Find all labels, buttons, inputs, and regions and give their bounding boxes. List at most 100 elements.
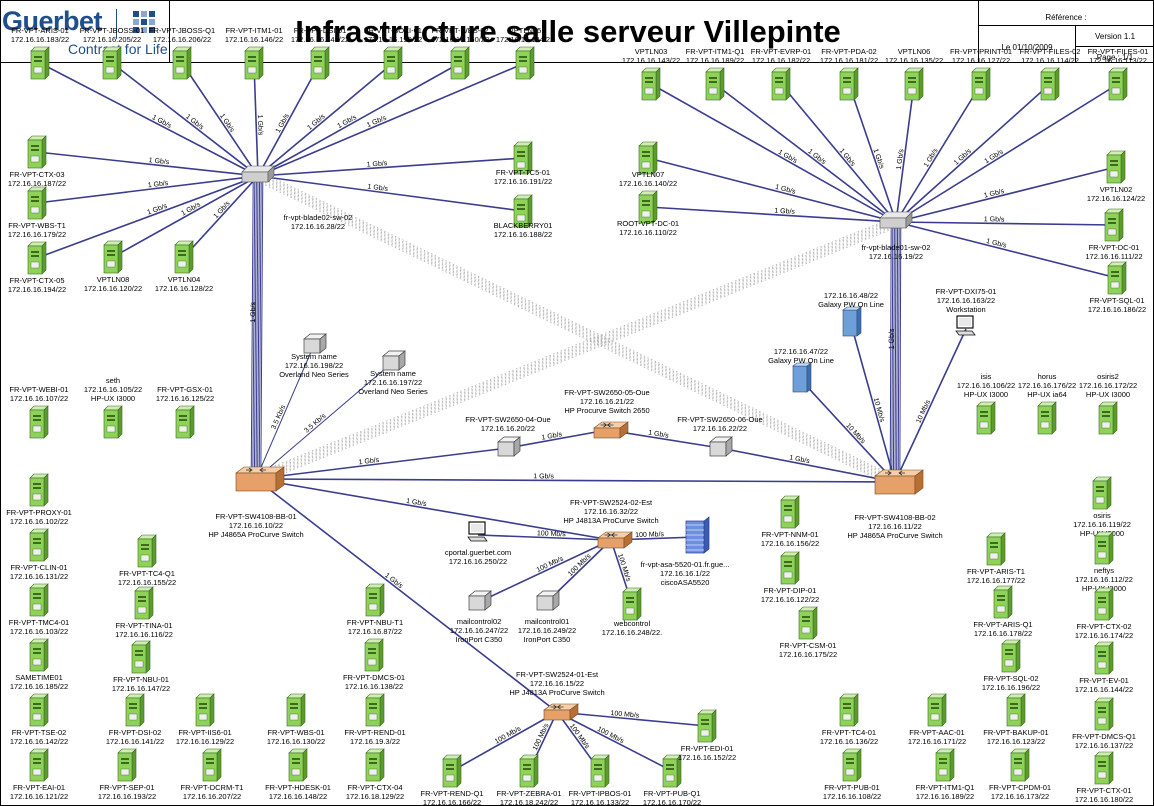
device-asa[interactable]: fr-vpt-asa-5520-01.fr.gue...172.16.16.1/… bbox=[641, 516, 730, 587]
device-ip: 172.16.16.189/22 bbox=[686, 56, 744, 65]
link-line bbox=[714, 83, 897, 223]
device-name: neftys bbox=[1094, 566, 1114, 575]
device-dxi[interactable]: FR-VPT-DXI75-01172.16.16.163/22Workstati… bbox=[936, 287, 997, 336]
link-speed-label: 1 Gb/s bbox=[789, 454, 811, 465]
link-speed-label: 1 Gb/s bbox=[147, 180, 169, 190]
